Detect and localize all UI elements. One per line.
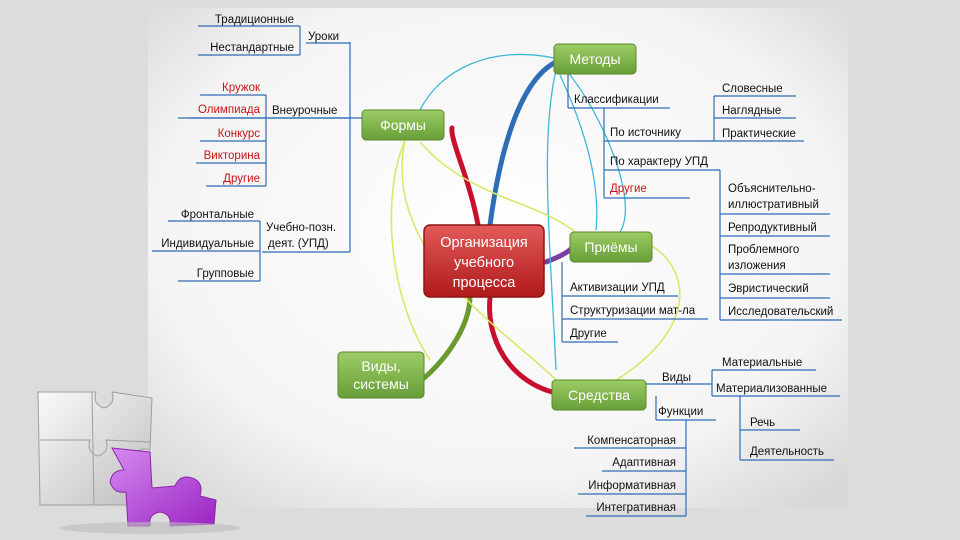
funkcii-label: Функции	[658, 406, 703, 418]
tradicionnye-label: Традиционные	[215, 14, 294, 26]
naglyadnye-label: Наглядные	[722, 105, 781, 117]
node-formy[interactable]: Формы	[361, 109, 445, 141]
issledovatelskij-label: Исследовательский	[728, 306, 833, 318]
frontalnye-label: Фронтальные	[181, 209, 254, 221]
node-formy-label: Формы	[380, 117, 426, 133]
gruppovye-label: Групповые	[197, 268, 254, 280]
kruzhok-label: Кружок	[222, 82, 261, 94]
node-vidy-sistemy[interactable]: Виды, системы	[337, 351, 425, 399]
adaptivnaya-label: Адаптивная	[612, 457, 676, 469]
node-sredstva-label: Средства	[568, 387, 630, 403]
problemnogo-label-1: Проблемного	[728, 244, 799, 256]
strukturizacii-label: Структуризации мат-ла	[570, 305, 696, 317]
informativnaya-label: Информативная	[588, 480, 676, 492]
vneurochnye-label: Внеурочные	[272, 105, 337, 117]
link-center-metody	[487, 59, 559, 228]
node-priemy-label: Приёмы	[584, 239, 637, 255]
node-metody[interactable]: Методы	[553, 43, 637, 75]
klassifikacii-label: Классификации	[574, 94, 659, 106]
vidy-sredstv-label: Виды	[662, 372, 691, 384]
prakticheskie-label: Практические	[722, 128, 796, 140]
obyasnitelno-label-1: Объяснительно-	[728, 183, 816, 195]
integrativnaya-label: Интегративная	[596, 502, 676, 514]
materialnye-label: Материальные	[722, 357, 802, 369]
link-center-vidy	[421, 293, 473, 381]
center-label-3: процесса	[453, 275, 517, 291]
uchebno-label-2: деят. (УПД)	[268, 238, 329, 250]
node-metody-label: Методы	[569, 51, 620, 67]
link-center-sredstva	[487, 295, 555, 395]
evristicheskij-label: Эвристический	[728, 283, 809, 295]
metody-branch: Классификации По источнику Словесные Наг…	[567, 72, 842, 321]
drugie-metody-label: Другие	[610, 183, 647, 195]
link-center-formy	[449, 125, 481, 228]
materializovannye-label: Материализованные	[716, 383, 827, 395]
sredstva-branch: Виды Материальные Материализованные Речь…	[574, 357, 840, 517]
viktorina-label: Викторина	[204, 150, 261, 162]
node-vidy-label-1: Виды,	[361, 358, 400, 374]
problemnogo-label-2: изложения	[728, 260, 786, 272]
connector-links	[390, 53, 681, 395]
obyasnitelno-label-2: иллюстративный	[728, 199, 819, 211]
node-center[interactable]: Организация учебного процесса	[423, 224, 545, 298]
node-priemy[interactable]: Приёмы	[569, 231, 653, 263]
po-harakteru-label: По характеру УПД	[610, 156, 708, 168]
reproduktivnyj-label: Репродуктивный	[728, 222, 817, 234]
individualnye-label: Индивидуальные	[161, 238, 254, 250]
uroki-label: Уроки	[308, 31, 339, 43]
slovesnye-label: Словесные	[722, 83, 783, 95]
deyatelnost-label: Деятельность	[750, 446, 824, 458]
priemy-branch: Активизации УПД Структуризации мат-ла Др…	[561, 262, 708, 343]
center-label-2: учебного	[454, 255, 514, 271]
aktivizacii-label: Активизации УПД	[570, 282, 665, 294]
drugie-formy-label: Другие	[223, 173, 260, 185]
node-sredstva[interactable]: Средства	[551, 379, 647, 411]
node-vidy-label-2: системы	[353, 376, 409, 392]
nestandartnye-label: Нестандартные	[210, 42, 294, 54]
puzzle-decoration	[37, 391, 240, 534]
kompensatornaya-label: Компенсаторная	[587, 435, 676, 447]
drugie-priemy-label: Другие	[570, 328, 607, 340]
konkurs-label: Конкурс	[218, 128, 261, 140]
uchebno-label-1: Учебно-позн.	[266, 222, 336, 234]
formy-branch: Уроки Традиционные Нестандартные Внеуроч…	[152, 14, 362, 282]
po-istochniku-label: По источнику	[610, 127, 681, 139]
center-label-1: Организация	[440, 235, 527, 251]
olimpiada-label: Олимпиада	[198, 104, 261, 116]
rech-label: Речь	[750, 417, 775, 429]
